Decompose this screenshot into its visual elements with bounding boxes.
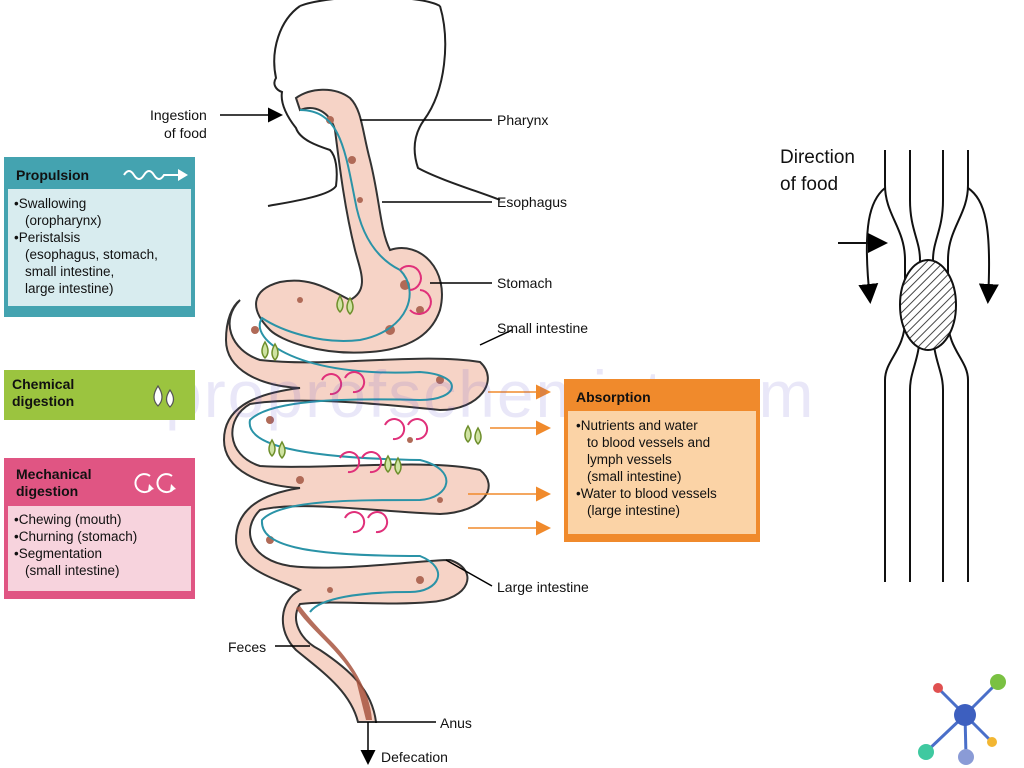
wave-arrow-icon xyxy=(123,169,188,181)
head-back xyxy=(299,0,441,7)
label-pharynx: Pharynx xyxy=(497,112,549,128)
mechanical-item: Churning (stomach) xyxy=(14,528,185,545)
peristalsis-diagram xyxy=(838,150,999,582)
absorption-title: Absorption xyxy=(576,389,651,405)
label-anus: Anus xyxy=(440,715,472,731)
digestive-tract xyxy=(222,88,490,723)
circular-arrows-icon xyxy=(134,473,176,494)
label-large-intestine: Large intestine xyxy=(497,579,589,595)
absorption-box: Absorption Nutrients and water to blood … xyxy=(564,379,760,542)
absorption-arrows xyxy=(468,384,551,536)
label-esophagus: Esophagus xyxy=(497,194,568,210)
mechanical-item: Chewing (mouth) xyxy=(14,511,185,528)
absorption-item: Water to blood vessels (large intestine) xyxy=(576,485,748,519)
food-flow-line xyxy=(248,109,453,613)
mechanical-digestion-title: Mechanical digestion xyxy=(16,466,92,499)
enzyme-drops xyxy=(261,294,482,476)
label-feces: Feces xyxy=(228,639,267,655)
propulsion-box: Propulsion Swallowing (oropharynx) Peris… xyxy=(4,157,195,317)
mechanical-item: Segmentation (small intestine) xyxy=(14,545,185,579)
label-ingestion: Ingestion of food xyxy=(150,107,207,141)
droplets-icon xyxy=(153,384,175,408)
mechanical-digestion-box: Mechanical digestion Chewing (mouth) Chu… xyxy=(4,458,195,599)
label-defecation: Defecation xyxy=(381,749,448,765)
label-direction-of-food: Direction of food xyxy=(780,147,855,195)
churning-arrows xyxy=(321,265,432,534)
propulsion-item: Peristalsis (esophagus, stomach, small i… xyxy=(14,229,185,297)
label-leader-lines xyxy=(220,107,513,765)
chemical-digestion-title: Chemical digestion xyxy=(12,376,75,409)
head-outline xyxy=(267,5,501,207)
chemical-digestion-box: Chemical digestion xyxy=(4,370,195,420)
label-stomach: Stomach xyxy=(497,275,553,291)
label-small-intestine: Small intestine xyxy=(497,320,589,336)
propulsion-title: Propulsion xyxy=(16,167,90,183)
rectum xyxy=(296,606,372,720)
propulsion-item: Swallowing (oropharynx) xyxy=(14,195,185,229)
absorption-item: Nutrients and water to blood vessels and… xyxy=(576,417,748,485)
molecule-logo-icon xyxy=(918,674,1006,765)
food-bolus xyxy=(899,259,957,351)
